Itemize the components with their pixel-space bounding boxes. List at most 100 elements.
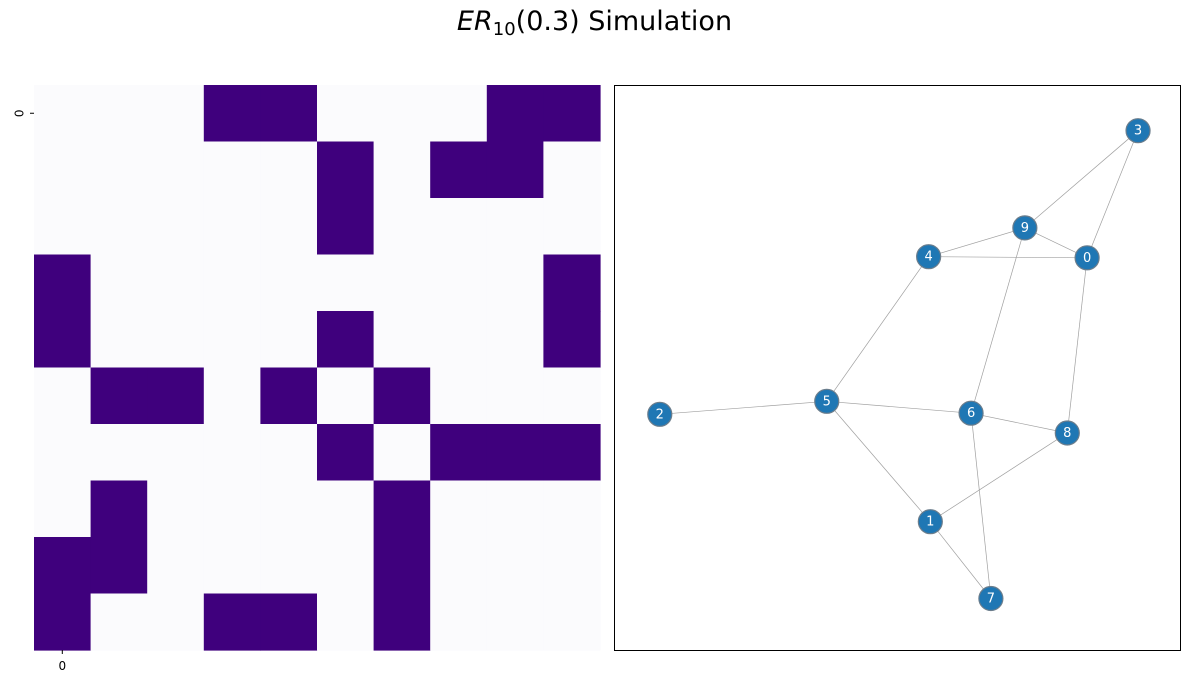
heatmap-cell-6-8	[486, 424, 544, 482]
heatmap-cell-1-6	[373, 141, 431, 199]
heatmap-cell-0-7	[430, 85, 488, 143]
heatmap-cell-3-2	[147, 254, 205, 312]
heatmap-cell-4-9	[543, 311, 601, 369]
edge-6-7	[970, 413, 992, 599]
heatmap-cell-7-6	[373, 480, 431, 538]
heatmap-cell-1-2	[147, 141, 205, 199]
heatmap-cell-0-6	[373, 85, 431, 143]
heatmap-axes: 00	[13, 109, 67, 673]
heatmap-cell-1-8	[486, 141, 544, 199]
heatmap-cell-3-7	[430, 254, 488, 312]
heatmap-cell-3-8	[486, 254, 544, 312]
heatmap-cell-4-7	[430, 311, 488, 369]
heatmap-cell-8-7	[430, 537, 488, 595]
node-label-5: 5	[823, 394, 831, 409]
heatmap-cell-7-2	[147, 480, 205, 538]
edge-3-9	[1024, 130, 1139, 229]
heatmap-cell-5-3	[203, 367, 261, 425]
heatmap-cell-1-7	[430, 141, 488, 199]
heatmap-cell-9-0	[34, 593, 92, 651]
node-label-8: 8	[1063, 426, 1071, 441]
title-rest: (0.3) Simulation	[515, 6, 733, 37]
heatmap-cell-7-8	[486, 480, 544, 538]
heatmap-cell-6-4	[260, 424, 318, 482]
heatmap-cell-0-5	[317, 85, 375, 143]
node-5: 5	[814, 388, 840, 414]
node-label-6: 6	[967, 406, 975, 421]
heatmap-cell-7-4	[260, 480, 318, 538]
node-circle-3	[1125, 118, 1151, 144]
edge-6-8	[971, 412, 1068, 434]
heatmap-cell-1-0	[34, 141, 92, 199]
edge-2-5	[659, 400, 827, 415]
heatmap-cell-8-2	[147, 537, 205, 595]
heatmap-cell-0-4	[260, 85, 318, 143]
node-label-2: 2	[656, 407, 664, 422]
heatmap-cell-9-4	[260, 593, 318, 651]
node-label-4: 4	[924, 250, 932, 265]
heatmap-cell-5-9	[543, 367, 601, 425]
heatmap-cell-4-3	[203, 311, 261, 369]
node-label-7: 7	[987, 592, 995, 607]
node-circle-6	[958, 400, 984, 426]
heatmap-cell-5-1	[90, 367, 148, 425]
node-circle-9	[1012, 215, 1038, 241]
heatmap-cell-5-0	[34, 367, 92, 425]
heatmap-cell-2-5	[317, 198, 375, 256]
heatmap-cell-6-7	[430, 424, 488, 482]
heatmap-cell-9-8	[486, 593, 544, 651]
heatmap-cell-0-3	[203, 85, 261, 143]
heatmap-cell-4-1	[90, 311, 148, 369]
network-nodes: 0 1 2 3 4 5 6 7 8 9	[647, 118, 1151, 612]
heatmap-cell-4-8	[486, 311, 544, 369]
heatmap-cell-0-2	[147, 85, 205, 143]
heatmap-cell-6-0	[34, 424, 92, 482]
heatmap-cell-3-5	[317, 254, 375, 312]
heatmap-cell-2-0	[34, 198, 92, 256]
heatmap-cell-5-8	[486, 367, 544, 425]
node-label-1: 1	[926, 515, 934, 530]
heatmap-cell-8-5	[317, 537, 375, 595]
node-9: 9	[1012, 215, 1038, 241]
heatmap-cell-8-0	[34, 537, 92, 595]
heatmap-cell-7-3	[203, 480, 261, 538]
heatmap-cell-2-4	[260, 198, 318, 256]
node-circle-1	[917, 509, 943, 535]
heatmap-cell-4-0	[34, 311, 92, 369]
node-label-3: 3	[1134, 124, 1142, 139]
edge-0-3	[1086, 130, 1139, 258]
edge-1-7	[930, 521, 992, 599]
heatmap-cell-4-5	[317, 311, 375, 369]
heatmap-cell-1-9	[543, 141, 601, 199]
heatmap-cell-0-8	[486, 85, 544, 143]
heatmap-cell-9-9	[543, 593, 601, 651]
node-4: 4	[916, 244, 942, 270]
heatmap-cell-8-6	[373, 537, 431, 595]
edge-6-9	[970, 227, 1026, 414]
heatmap-cell-3-4	[260, 254, 318, 312]
heatmap-cell-7-7	[430, 480, 488, 538]
node-circle-5	[814, 388, 840, 414]
heatmap-cell-1-4	[260, 141, 318, 199]
heatmap-cell-1-3	[203, 141, 261, 199]
heatmap-cell-8-1	[90, 537, 148, 595]
heatmap-cell-5-4	[260, 367, 318, 425]
heatmap-cell-3-6	[373, 254, 431, 312]
heatmap-cell-7-0	[34, 480, 92, 538]
node-0: 0	[1074, 245, 1100, 271]
heatmap-cell-2-8	[486, 198, 544, 256]
network-panel-frame	[614, 85, 1181, 651]
node-3: 3	[1125, 118, 1151, 144]
figure-title: ER10(0.3) Simulation	[0, 6, 1189, 40]
heatmap-y-tick-label: 0	[13, 109, 27, 117]
heatmap-cell-6-5	[317, 424, 375, 482]
heatmap-cell-5-6	[373, 367, 431, 425]
heatmap-cell-3-3	[203, 254, 261, 312]
heatmap-cell-6-6	[373, 424, 431, 482]
heatmap-cell-3-9	[543, 254, 601, 312]
heatmap-cell-7-1	[90, 480, 148, 538]
node-7: 7	[978, 585, 1004, 612]
edge-4-5	[826, 256, 929, 402]
edge-4-9	[928, 227, 1025, 258]
title-subscript: 10	[492, 19, 516, 40]
